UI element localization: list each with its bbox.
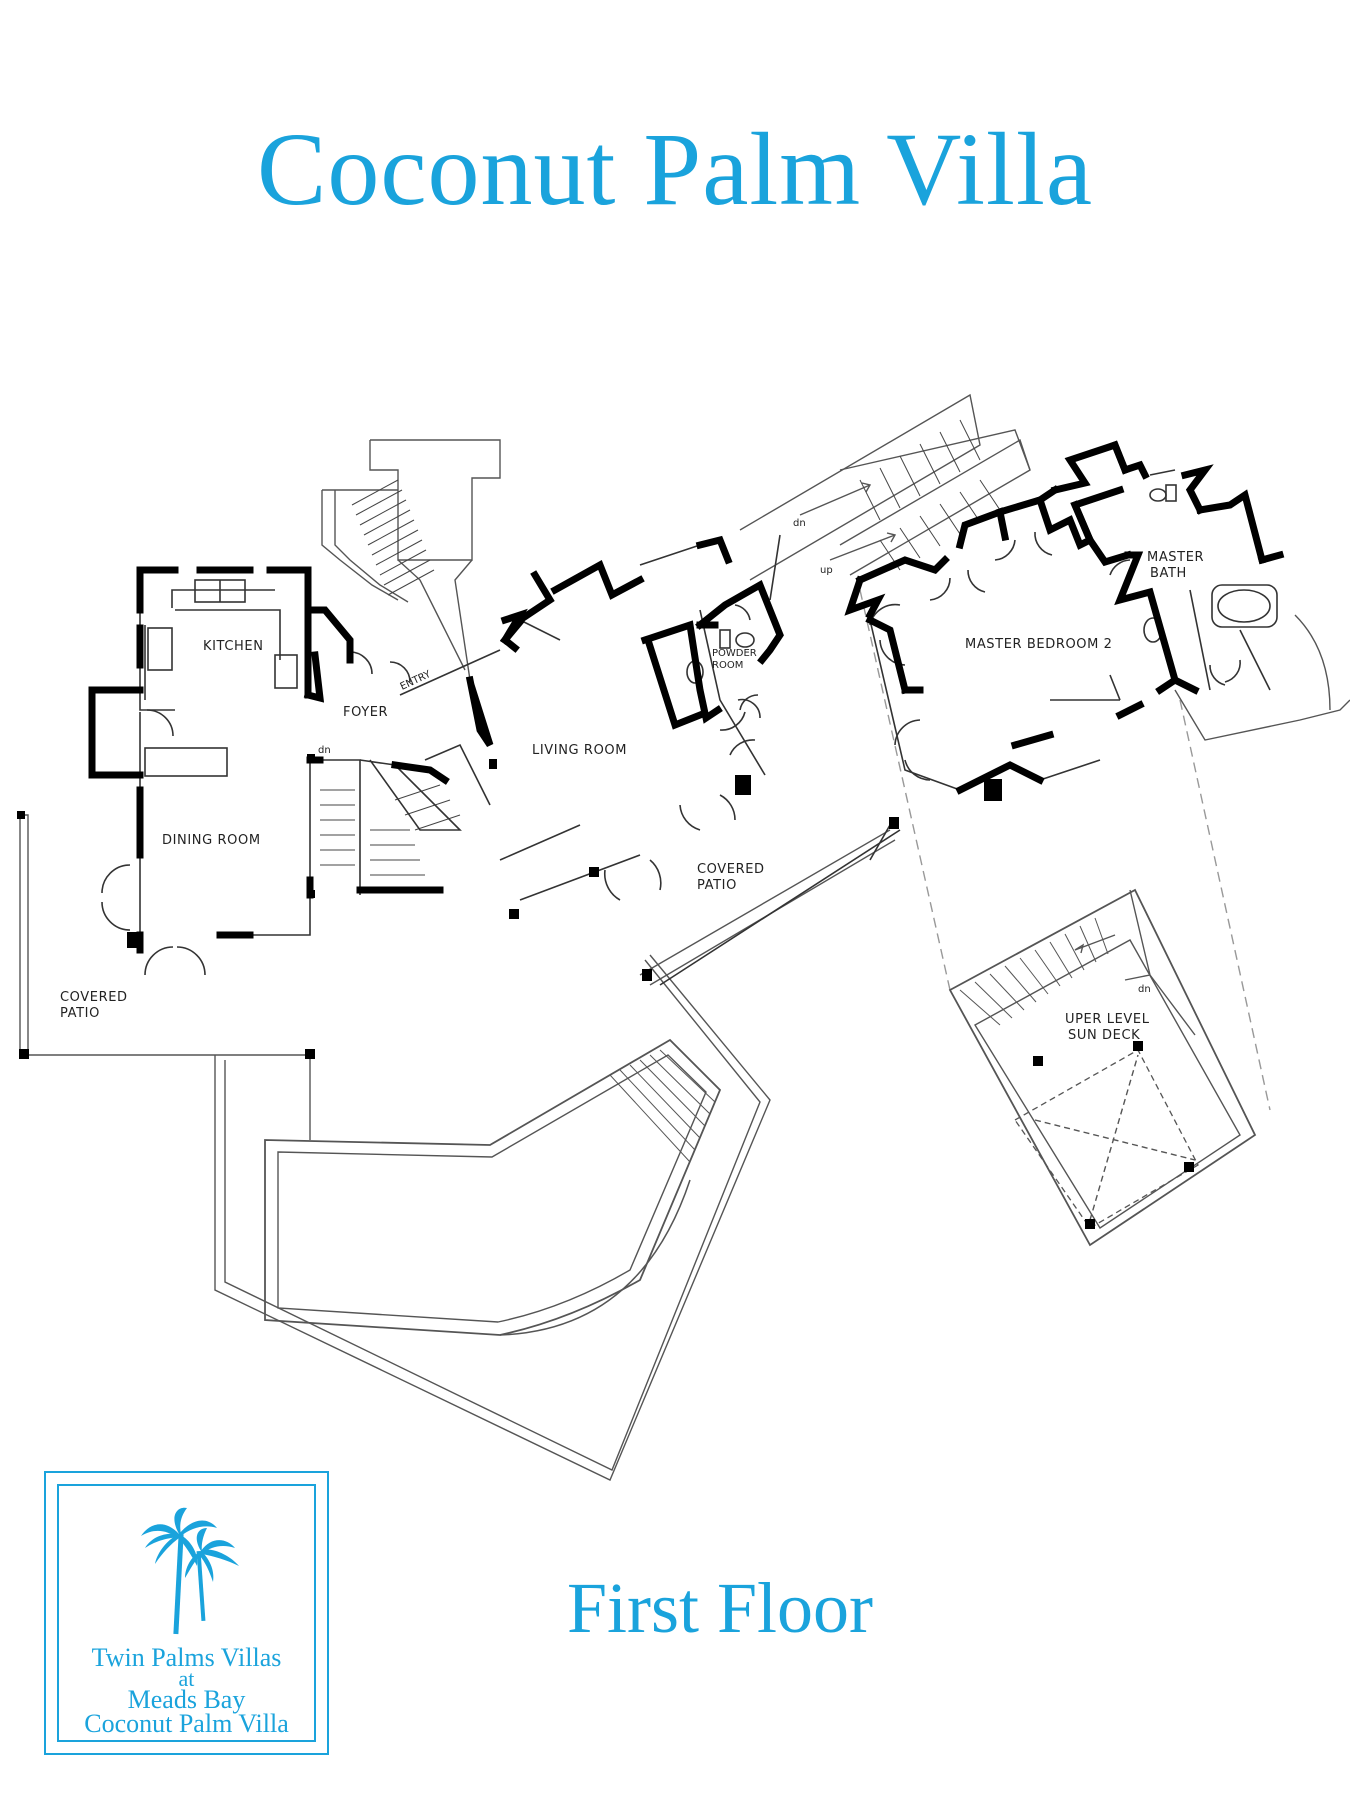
master-bath-label-1: MASTER xyxy=(1147,550,1204,565)
logo: Twin Palms Villas at Meads Bay Coconut P… xyxy=(44,1471,329,1755)
page-title: Coconut Palm Villa xyxy=(256,112,1094,227)
covered-patio-mid-label-1: COVERED xyxy=(697,862,765,877)
logo-text: Twin Palms Villas at Meads Bay Coconut P… xyxy=(59,1643,314,1738)
covered-patio-left-label-1: COVERED xyxy=(60,990,128,1005)
outline-lines xyxy=(19,393,1350,1481)
living-room-label: LIVING ROOM xyxy=(532,743,627,758)
covered-patio-mid-label-2: PATIO xyxy=(697,878,737,893)
entry-label: ENTRY xyxy=(399,669,434,693)
stair-treads xyxy=(320,419,1001,876)
master-bedroom-label: MASTER BEDROOM 2 xyxy=(965,637,1113,652)
logo-line-2: at xyxy=(178,1666,195,1691)
stair-dn-label-top: dn xyxy=(793,518,806,529)
stair-up-label-top: up xyxy=(820,565,833,576)
logo-line-3: Meads Bay xyxy=(127,1685,246,1714)
heavy-walls xyxy=(17,440,1285,1229)
logo-inner-frame: Twin Palms Villas at Meads Bay Coconut P… xyxy=(57,1484,316,1742)
covered-patio-left-label-2: PATIO xyxy=(60,1006,100,1021)
powder-room-label-1: POWDER xyxy=(712,648,757,659)
kitchen-label: KITCHEN xyxy=(203,639,264,654)
stair-dn-label-deck: dn xyxy=(1138,984,1151,995)
palm-trees-icon xyxy=(141,1507,239,1635)
logo-line-4: Coconut Palm Villa xyxy=(84,1709,289,1738)
master-bath-label-2: BATH xyxy=(1150,566,1187,581)
logo-line-1: Twin Palms Villas xyxy=(91,1643,282,1672)
sun-deck-label-2: SUN DECK xyxy=(1068,1028,1140,1043)
dining-room-label: DINING ROOM xyxy=(162,833,261,848)
floor-subtitle: First Floor xyxy=(566,1568,874,1648)
room-labels: KITCHEN FOYER ENTRY LIVING ROOM POWDER R… xyxy=(60,518,1204,1043)
sun-deck-label-1: UPER LEVEL xyxy=(1065,1012,1150,1027)
foyer-label: FOYER xyxy=(343,705,388,720)
stair-dn-label-center: dn xyxy=(318,745,331,756)
powder-room-label-2: ROOM xyxy=(712,660,743,671)
thin-walls xyxy=(101,469,1278,986)
